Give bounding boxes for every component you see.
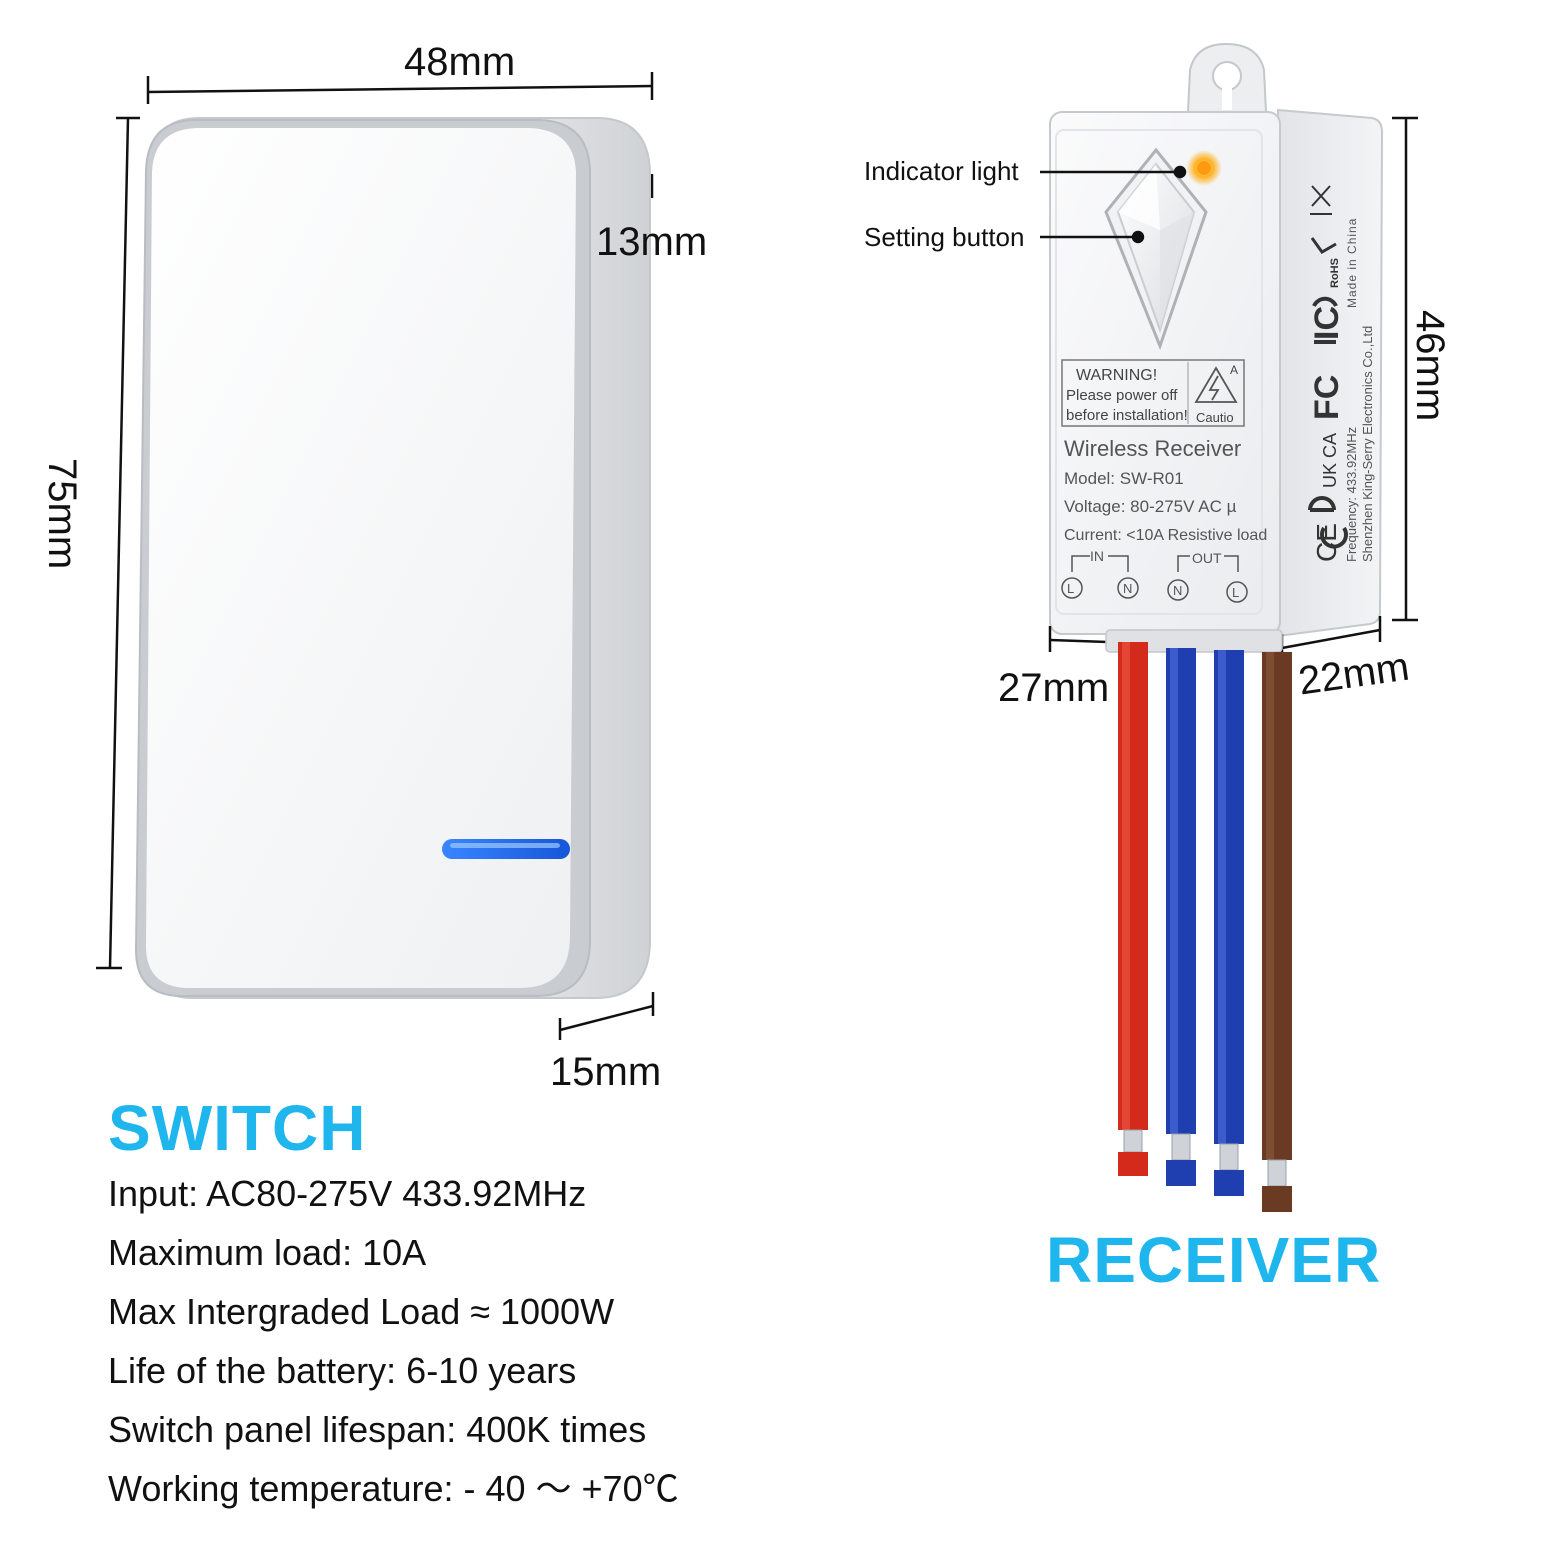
receiver-setting-button[interactable] [1104,147,1208,351]
spec-panel-lifespan: Switch panel lifespan: 400K times [108,1409,647,1450]
receiver-wires [1118,642,1292,1212]
terminal-pin-3: N [1173,583,1182,598]
receiver-height-label: 46mm [1408,310,1452,422]
terminal-in-label: IN [1090,548,1104,564]
cert-mark-ic: IC [1308,306,1346,340]
wire-blue-neutral-in [1166,648,1196,1186]
spec-max-load: Maximum load: 10A [108,1232,427,1273]
cert-mark-fc: FC [1308,375,1346,420]
callout-indicator-light: Indicator light [864,156,1019,186]
side-made-in: Made in China [1345,218,1359,308]
switch-bottom-depth-dimension-line [558,992,655,1040]
switch-width-dimension-line [146,72,654,104]
wire-brown-live-out [1262,652,1292,1212]
receiver-width-label: 27mm [998,666,1110,710]
cert-mark-ukca: UK CA [1320,433,1340,488]
switch-face[interactable] [146,128,576,988]
terminal-pin-1: L [1067,581,1074,596]
label-model: Model: SW-R01 [1064,469,1184,488]
certification-marks [1308,185,1348,549]
check-mark-icon [1310,237,1337,254]
receiver-mounting-tab [1186,42,1268,113]
switch-height-dimension-line [96,116,140,970]
side-rohs: RoHS [1329,258,1341,288]
terminal-out-label: OUT [1192,550,1222,566]
label-current: Current: <10A Resistive load [1064,527,1267,544]
cert-mark-ce: CE [1311,523,1342,562]
receiver-title: RECEIVER [1046,1224,1382,1296]
callout-setting-button: Setting button [864,222,1025,252]
switch-title: SWITCH [108,1092,367,1164]
receiver-depth-dimension-line [1281,616,1382,650]
receiver-height-dimension-line [1392,116,1418,622]
label-product-name: Wireless Receiver [1064,436,1241,461]
receiver-body-side [1277,108,1384,638]
wire-red-live-in [1118,642,1148,1176]
terminal-pin-4: L [1232,585,1239,600]
receiver-terminal-circles [1061,577,1248,603]
warning-line-2: before installation! [1066,407,1188,424]
spec-working-temperature: Working temperature: - 40 ～ +70℃ [108,1468,679,1509]
callout-leaders [1040,165,1187,244]
warning-badge: A [1230,363,1238,377]
terminal-pin-2: N [1123,581,1132,596]
warning-line-1: Please power off [1066,387,1178,404]
switch-width-label: 48mm [404,40,516,84]
ce-mark-icon [1320,526,1348,549]
weee-bin-icon [1311,185,1331,207]
switch-top-depth-label: 13mm [596,220,708,264]
side-company: Shenzhen King-Serry Electronics Co.,Ltd [1360,326,1375,562]
label-voltage: Voltage: 80-275V AC µ [1064,497,1237,516]
receiver-terminal-bracket-in [1071,555,1129,572]
wire-blue-neutral-out [1214,650,1244,1196]
spec-input: Input: AC80-275V 433.92MHz [108,1173,587,1214]
receiver-warning-box [1061,359,1245,427]
switch-bottom-depth-label: 15mm [550,1050,662,1094]
spec-integrated-load: Max Intergraded Load ≈ 1000W [108,1291,615,1332]
receiver-terminal-bracket-out [1177,555,1239,572]
spec-battery-life: Life of the battery: 6-10 years [108,1350,577,1391]
receiver-indicator-led [1186,150,1222,186]
side-frequency: Frequency: 433.92MHz [1344,427,1359,562]
high-voltage-warning-icon [1194,366,1238,403]
warning-caution: Cautio [1196,410,1234,425]
warning-title: WARNING! [1076,367,1157,384]
